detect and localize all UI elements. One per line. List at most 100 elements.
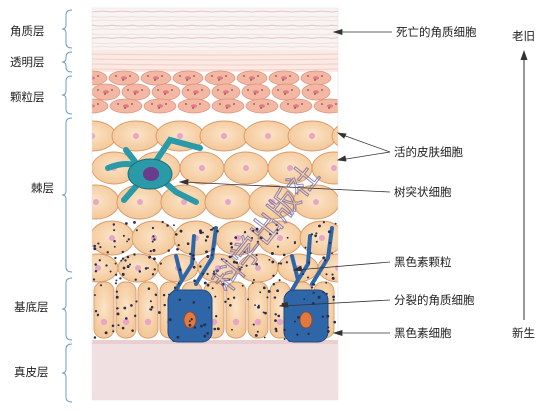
melanin-granule xyxy=(241,284,244,287)
keratohyalin-granule xyxy=(111,89,113,91)
melanin-granule xyxy=(254,304,257,307)
melanin-granule xyxy=(275,232,279,235)
keratinocyte-nucleus xyxy=(95,265,101,271)
label-stratum-lucidum: 透明层 xyxy=(10,55,45,69)
melanin-granule xyxy=(121,326,125,330)
keratohyalin-granule xyxy=(90,79,92,81)
melanin-granule xyxy=(327,230,331,234)
melanin-granule xyxy=(188,323,192,327)
melanin-granule xyxy=(190,318,193,321)
annotation-leaders xyxy=(178,28,392,337)
melanin-granule xyxy=(177,282,180,285)
melanin-granule xyxy=(93,336,97,339)
granular-nucleus xyxy=(133,90,139,94)
granular-nucleus xyxy=(281,76,287,80)
melanocyte-cells xyxy=(167,226,334,343)
keratohyalin-granule xyxy=(250,79,252,81)
melanin-granule xyxy=(178,298,182,301)
keratohyalin-granule xyxy=(243,75,245,77)
melanin-granule xyxy=(215,315,218,318)
keratohyalin-granule xyxy=(83,103,85,105)
melanin-granule xyxy=(208,306,211,309)
melanin-granule xyxy=(179,268,182,271)
keratinocyte-nucleus xyxy=(277,235,283,241)
melanin-granule xyxy=(216,230,219,233)
melanin-granule xyxy=(256,240,259,243)
melanin-granule xyxy=(325,281,328,284)
melanin-granule xyxy=(109,270,112,273)
melanin-granule xyxy=(176,247,179,251)
melanin-granule xyxy=(176,335,180,339)
melanin-granule xyxy=(307,332,310,336)
melanin-granule xyxy=(173,286,177,289)
granular-nucleus xyxy=(123,104,129,108)
melanin-granule xyxy=(94,269,98,273)
keratohyalin-granule xyxy=(122,79,124,81)
melanin-granule xyxy=(325,273,328,276)
melanin-granule xyxy=(206,255,210,258)
melanin-granule xyxy=(235,261,239,264)
melanocyte-nucleus xyxy=(299,311,313,329)
basal-nucleus xyxy=(254,318,262,326)
keratinocyte-nucleus xyxy=(353,133,359,139)
melanin-granule xyxy=(127,238,130,241)
melanin-granule xyxy=(115,290,118,293)
keratohyalin-granule xyxy=(193,75,195,77)
keratohyalin-granule xyxy=(129,75,131,77)
melanin-granule xyxy=(332,295,335,299)
melanin-granule xyxy=(243,250,246,254)
basal-cell xyxy=(93,281,115,339)
melanin-granule xyxy=(113,229,116,232)
lucidum-sheet xyxy=(92,53,338,56)
keratinocyte-nucleus xyxy=(93,199,99,205)
melanin-granule xyxy=(151,273,155,276)
melanin-granule xyxy=(213,273,216,276)
melanin-granule xyxy=(272,282,276,286)
melanin-granule xyxy=(166,224,169,227)
stratum-granulosum-region xyxy=(83,70,338,114)
granular-nucleus xyxy=(217,76,223,80)
annotation-dead-keratinocytes: 死亡的角质细胞 xyxy=(396,25,477,39)
keratohyalin-granule xyxy=(185,103,187,105)
keratinocyte-nucleus xyxy=(319,235,325,241)
granular-cell xyxy=(92,98,109,114)
keratinocyte-nucleus xyxy=(181,199,187,205)
melanin-granule xyxy=(189,252,192,256)
melanin-granule xyxy=(99,284,103,287)
dendritic-cell xyxy=(105,136,203,205)
basal-nucleus xyxy=(122,318,130,326)
keratohyalin-granule xyxy=(97,89,99,91)
melanin-granule xyxy=(211,254,213,256)
melanin-granule xyxy=(157,311,161,314)
keratinocyte-nucleus xyxy=(221,133,227,139)
keratohyalin-granule xyxy=(117,103,119,105)
keratohyalin-granule xyxy=(154,79,156,81)
melanin-granule xyxy=(264,311,267,315)
melanin-granule xyxy=(152,248,156,252)
melanin-granule xyxy=(124,259,127,262)
keratohyalin-granule xyxy=(321,89,323,91)
granular-nucleus xyxy=(157,104,163,108)
melanin-granule xyxy=(259,291,262,294)
melanin-granule xyxy=(251,229,255,233)
melanin-granule xyxy=(133,253,136,256)
melanin-granule xyxy=(231,328,233,331)
melanin-granule xyxy=(252,279,255,281)
melanin-granule xyxy=(112,223,116,226)
keratohyalin-granule xyxy=(157,89,159,91)
layer-brace xyxy=(61,75,73,115)
melanin-granule xyxy=(310,233,314,236)
melanin-granule xyxy=(279,262,283,265)
melanin-granule xyxy=(276,245,280,248)
keratinocyte-nucleus xyxy=(137,199,143,205)
melanin-granule xyxy=(296,333,299,336)
melanin-granule xyxy=(216,269,219,273)
melanin-granule xyxy=(213,327,217,331)
melanin-granule xyxy=(114,256,117,260)
melanin-granule xyxy=(325,292,328,296)
keratohyalin-granule xyxy=(321,75,323,77)
melanin-granule xyxy=(168,318,172,322)
melanin-granule xyxy=(255,262,258,266)
corneum-sheet xyxy=(92,28,338,31)
